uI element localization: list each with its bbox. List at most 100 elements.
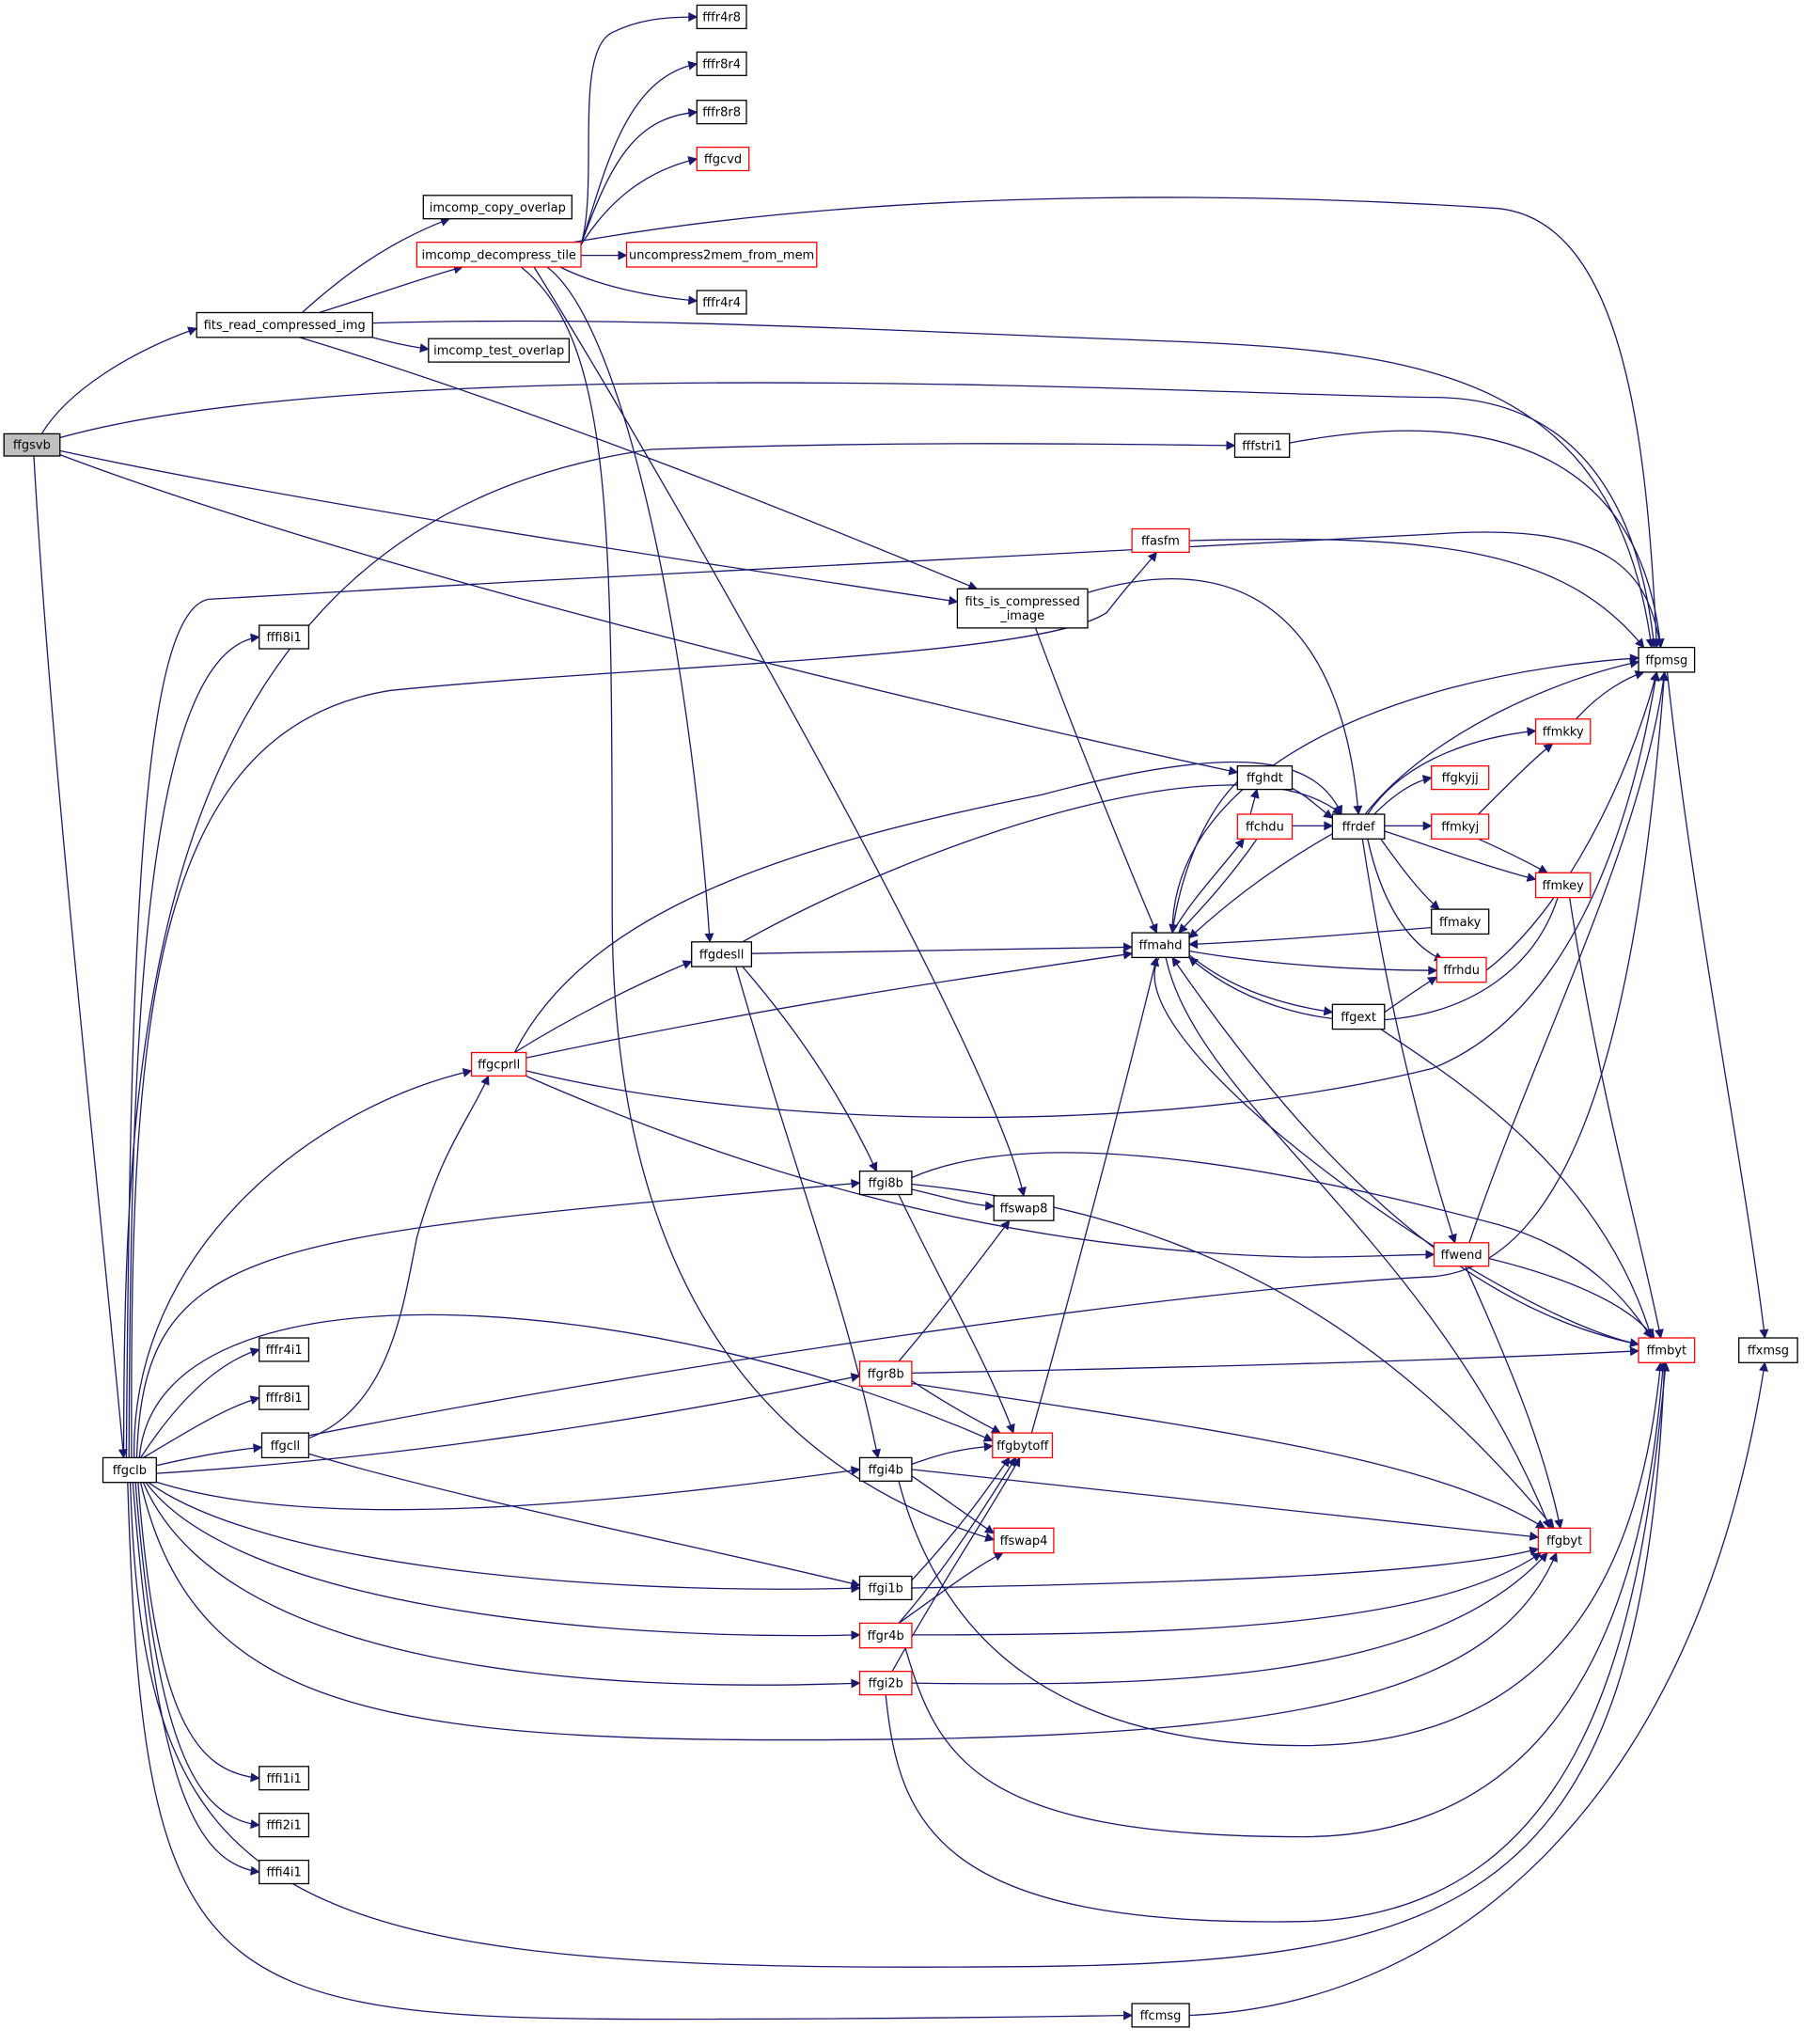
edge-imcomp_decompress_tile-to-fffr4r4 <box>559 266 698 306</box>
node-box <box>858 1622 913 1649</box>
node-ffmkyj[interactable]: ffmkyj <box>1431 813 1490 840</box>
node-ffgi4b[interactable]: ffgi4b <box>858 1456 913 1482</box>
node-uncompress2mem-from-mem[interactable]: uncompress2mem_from_mem <box>625 242 818 268</box>
edge-ffrdef-to-ffwend <box>1361 839 1457 1244</box>
node-box <box>992 1432 1054 1459</box>
edge-ffgclb-to-ffgcprll <box>133 1068 473 1458</box>
node-box <box>260 1432 310 1459</box>
node-label: ffswap8 <box>1000 1203 1048 1217</box>
edge-ffrdef-to-ffrhdu <box>1367 839 1445 962</box>
edge-ffgclb-to-fffi8i1 <box>128 633 260 1458</box>
node-ffxmsg[interactable]: ffxmsg <box>1738 1337 1798 1363</box>
edge-ffmahd-to-ffrhdu <box>1188 950 1438 976</box>
edge-ffgi2b-to-ffgbyt <box>911 1551 1548 1685</box>
edge-fits_read_compressed_img-to-ffpmsg <box>372 320 1655 649</box>
node-fffi2i1[interactable]: fffi2i1 <box>259 1813 310 1838</box>
node-ffgcll[interactable]: ffgcll <box>260 1432 310 1459</box>
node-ffrdef[interactable]: ffrdef <box>1331 813 1386 840</box>
node-ffgdesll[interactable]: ffgdesll <box>691 941 753 967</box>
node-ffgcvd[interactable]: ffgcvd <box>696 146 750 172</box>
node-ffswap8[interactable]: ffswap8 <box>993 1195 1055 1221</box>
node-fffstri1[interactable]: fffstri1 <box>1233 432 1291 458</box>
edge-ffgclb-to-ffasfm <box>131 551 1158 1458</box>
node-ffwend[interactable]: ffwend <box>1433 1242 1490 1267</box>
edge-ffgext-to-ffmbyt <box>1380 1029 1655 1339</box>
node-fffr4i1[interactable]: fffr4i1 <box>259 1337 310 1362</box>
node-fffr8r8[interactable]: fffr8r8 <box>696 100 747 125</box>
node-box <box>3 432 61 457</box>
node-box <box>1233 432 1291 458</box>
node-ffgcprll[interactable]: ffgcprll <box>470 1051 527 1077</box>
node-imcomp-test-overlap[interactable]: imcomp_test_overlap <box>428 338 571 363</box>
node-label: fits_read_compressed_img <box>204 319 366 333</box>
node-imcomp-decompress-tile[interactable]: imcomp_decompress_tile <box>416 242 582 268</box>
node-label: ffpmsg <box>1645 653 1687 668</box>
node-fffi4i1[interactable]: fffi4i1 <box>259 1859 310 1885</box>
node-ffmahd[interactable]: ffmahd <box>1131 932 1190 959</box>
node-box <box>858 1575 913 1601</box>
edge-ffgi2b-to-ffmbyt <box>885 1361 1671 1923</box>
edge-ffgdesll-to-ffmahd <box>751 942 1134 954</box>
node-ffrhdu[interactable]: ffrhdu <box>1435 956 1487 983</box>
node-ffghdt[interactable]: ffghdt <box>1236 765 1294 791</box>
node-ffgi1b[interactable]: ffgi1b <box>858 1575 913 1601</box>
node-ffmbyt[interactable]: ffmbyt <box>1638 1337 1696 1363</box>
edge-ffgi8b-to-ffswap8 <box>911 1188 996 1211</box>
node-ffgsvb[interactable]: ffgsvb <box>3 432 61 457</box>
node-box <box>196 311 373 338</box>
node-ffasfm[interactable]: ffasfm <box>1131 527 1190 554</box>
node-fits-is-compressed-image[interactable]: fits_is_compressed_image <box>956 588 1089 629</box>
edge-ffpmsg-to-ffxmsg <box>1666 671 1769 1339</box>
node-label: ffgcprll <box>478 1059 520 1073</box>
node-ffmkky[interactable]: ffmkky <box>1534 718 1592 745</box>
node-box <box>1131 527 1190 554</box>
node-box <box>1738 1337 1798 1363</box>
node-ffmkey[interactable]: ffmkey <box>1534 872 1592 899</box>
edge-imcomp_decompress_tile-to-ffpmsg <box>573 197 1661 649</box>
node-fffi8i1[interactable]: fffi8i1 <box>259 624 310 650</box>
node-ffgr8b[interactable]: ffgr8b <box>858 1360 913 1387</box>
node-ffgext[interactable]: ffgext <box>1331 1003 1386 1030</box>
node-fffi1i1[interactable]: fffi1i1 <box>259 1766 310 1791</box>
node-box <box>1236 765 1294 791</box>
node-ffgbytoff[interactable]: ffgbytoff <box>992 1432 1054 1459</box>
node-box <box>428 338 571 363</box>
edge-ffgr4b-to-ffmbyt <box>904 1361 1668 1838</box>
node-box <box>993 1195 1055 1221</box>
node-box <box>1435 956 1487 983</box>
node-label: ffgcvd <box>704 153 742 167</box>
node-ffpmsg[interactable]: ffpmsg <box>1638 646 1696 673</box>
edge-ffgr8b-to-ffswap8 <box>898 1219 1011 1362</box>
node-ffcmsg[interactable]: ffcmsg <box>1131 2003 1190 2028</box>
node-box <box>858 1170 913 1196</box>
node-ffswap4[interactable]: ffswap4 <box>993 1527 1055 1554</box>
node-ffmaky[interactable]: ffmaky <box>1431 908 1490 936</box>
edge-ffgr4b-to-ffgbyt <box>911 1552 1542 1636</box>
edge-ffgi8b-to-ffgbytoff <box>898 1194 1015 1435</box>
node-fffr4r4[interactable]: fffr4r4 <box>696 290 747 315</box>
node-ffgkyjj[interactable]: ffgkyjj <box>1431 765 1490 791</box>
node-label: ffmkky <box>1543 726 1584 740</box>
node-ffgr4b[interactable]: ffgr4b <box>858 1622 913 1649</box>
node-ffgbyt[interactable]: ffgbyt <box>1537 1527 1592 1554</box>
node-ffgclb[interactable]: ffgclb <box>102 1456 157 1484</box>
node-fffr8i1[interactable]: fffr8i1 <box>259 1385 310 1410</box>
node-ffgi8b[interactable]: ffgi8b <box>858 1170 913 1196</box>
node-label: fffi2i1 <box>266 1819 301 1833</box>
node-label: ffgclb <box>113 1464 147 1478</box>
edge-ffghdt-to-ffmahd <box>1169 780 1238 935</box>
node-box <box>259 1813 310 1838</box>
node-fits-read-compressed-img[interactable]: fits_read_compressed_img <box>196 311 373 338</box>
edge-ffrdef-to-ffmahd <box>1188 833 1333 939</box>
node-ffchdu[interactable]: ffchdu <box>1236 813 1294 840</box>
node-fffr4r8[interactable]: fffr4r8 <box>696 4 747 30</box>
node-label: ffgbytoff <box>996 1439 1049 1454</box>
node-fffr8r4[interactable]: fffr8r4 <box>696 51 747 76</box>
node-label: ffgi4b <box>869 1463 903 1477</box>
node-ffgi2b[interactable]: ffgi2b <box>858 1671 913 1696</box>
edge-ffmkey-to-ffmahd <box>1188 897 1559 1021</box>
edge-ffgclb-to-fffr8i1 <box>143 1395 260 1458</box>
node-imcomp-copy-overlap[interactable]: imcomp_copy_overlap <box>422 195 573 220</box>
node-label: ffgkyjj <box>1442 772 1479 786</box>
